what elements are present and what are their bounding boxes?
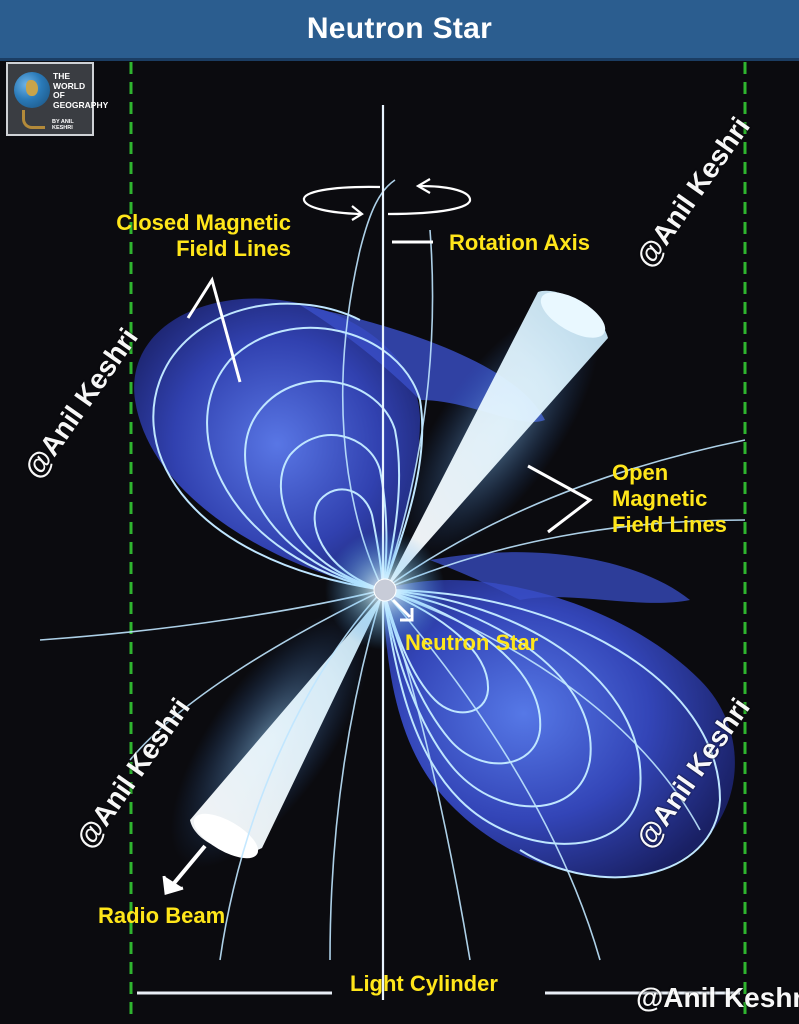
lower-right-lobe [383,580,735,877]
globe-stand [22,110,45,129]
radio-beam-arrow [168,844,207,890]
logo: THE WORLD OF GEOGRAPHY BY ANIL KESHRI [6,62,108,136]
logo-text: THE WORLD OF GEOGRAPHY [53,71,109,110]
watermark-bottom-right: @Anil Keshri [636,982,799,1013]
title-bar: Neutron Star [0,0,799,61]
closed-field-label: Closed Magnetic Field Lines [116,210,291,261]
globe-icon [14,72,50,108]
lower-radio-beam [190,592,385,853]
neutron-star-arrow [391,598,412,619]
lower-beam-cap [193,813,259,859]
closed-field-pointer [186,276,242,383]
upper-left-lobe [134,298,420,590]
neutron-star-illustration [39,62,747,1020]
open-field-pointer [527,464,593,534]
light-cylinder-label: Light Cylinder [350,971,498,996]
page-title: Neutron Star [306,12,493,45]
neutron-star-body [373,578,397,602]
closed-field-lines [152,302,424,591]
open-field-label: Open Magnetic Field Lines [612,460,727,537]
logo-byline: BY ANIL KESHRI [52,119,74,131]
neutron-star-label: Neutron Star [405,630,539,655]
rotation-arrow-left [302,185,381,216]
lower-ribbon [430,552,690,603]
radio-beam-label: Radio Beam [98,903,226,928]
rotation-axis-label: Rotation Axis [449,230,590,255]
upper-beam-cap [540,292,606,338]
upper-radio-beam [385,290,608,590]
closed-field-lines-lower [382,589,722,879]
rotation-arrow-right [387,184,472,216]
